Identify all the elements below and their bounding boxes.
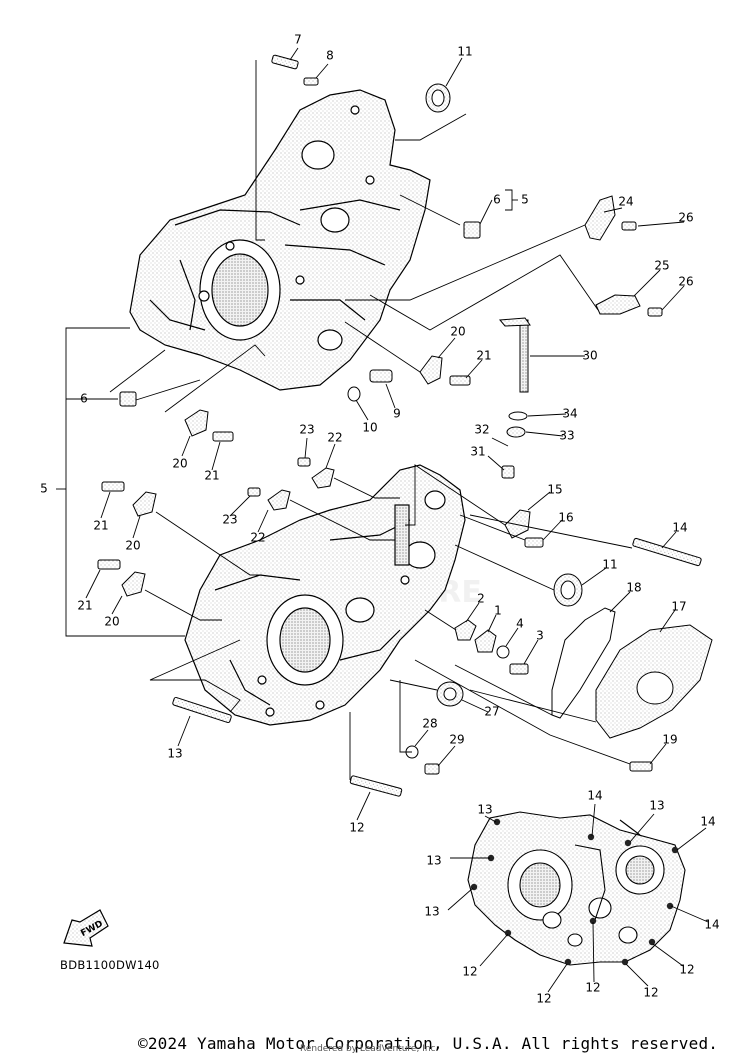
callout-7: 7 (294, 33, 302, 47)
callout-30: 30 (582, 349, 597, 363)
callout-29: 29 (449, 733, 464, 747)
callout-12: 12 (643, 986, 658, 1000)
callout-21: 21 (476, 349, 491, 363)
callout-21: 21 (204, 469, 219, 483)
leader-lines (56, 47, 709, 993)
callout-11: 11 (457, 45, 472, 59)
callout-14: 14 (700, 815, 715, 829)
callout-10: 10 (362, 421, 377, 435)
callout-8: 8 (326, 49, 334, 63)
callout-25: 25 (654, 259, 669, 273)
callout-26: 26 (678, 211, 693, 225)
callout-5: 5 (521, 193, 529, 207)
callout-5: 5 (40, 482, 48, 496)
crankcase-right-half (184, 464, 466, 726)
callout-24: 24 (618, 195, 633, 209)
callout-18: 18 (626, 581, 641, 595)
callout-6: 6 (493, 193, 501, 207)
callout-12: 12 (536, 992, 551, 1006)
callout-23: 23 (299, 423, 314, 437)
fwd-arrow-icon: FWD (63, 909, 109, 947)
callout-9: 9 (393, 407, 401, 421)
callout-26: 26 (678, 275, 693, 289)
callout-12: 12 (462, 965, 477, 979)
callout-32: 32 (474, 423, 489, 437)
callout-22: 22 (327, 431, 342, 445)
callout-13: 13 (424, 905, 439, 919)
copyright-notice: ©2024 Yamaha Motor Corporation, U.S.A. A… (138, 1034, 719, 1053)
callout-16: 16 (558, 511, 573, 525)
callout-20: 20 (125, 539, 140, 553)
callout-14: 14 (672, 521, 687, 535)
callout-13: 13 (477, 803, 492, 817)
callout-13: 13 (649, 799, 664, 813)
callout-23: 23 (222, 513, 237, 527)
callout-21: 21 (93, 519, 108, 533)
callout-19: 19 (662, 733, 677, 747)
callout-13: 13 (426, 854, 441, 868)
rendered-by-credit: Rendered by LeadVenture, Inc. (300, 1044, 439, 1054)
callout-20: 20 (172, 457, 187, 471)
callout-20: 20 (104, 615, 119, 629)
callout-13: 13 (167, 747, 182, 761)
callout-15: 15 (547, 483, 562, 497)
callout-33: 33 (559, 429, 574, 443)
callout-3: 3 (536, 629, 544, 643)
callout-34: 34 (562, 407, 577, 421)
callout-22: 22 (250, 531, 265, 545)
callout-6: 6 (80, 392, 88, 406)
callout-12: 12 (349, 821, 364, 835)
callout-14: 14 (704, 918, 719, 932)
callout-12: 12 (679, 963, 694, 977)
callout-11: 11 (602, 558, 617, 572)
callout-14: 14 (587, 789, 602, 803)
callout-1: 1 (494, 604, 502, 618)
callout-27: 27 (484, 705, 499, 719)
callout-2: 2 (477, 592, 485, 606)
crankcase-left-half (129, 89, 431, 391)
callout-21: 21 (77, 599, 92, 613)
diagram-ref-code: BDB1100DW140 (60, 958, 160, 972)
callout-12: 12 (585, 981, 600, 995)
callout-17: 17 (671, 600, 686, 614)
crankcase-inset-view (467, 811, 686, 966)
callout-4: 4 (516, 617, 524, 631)
callout-31: 31 (470, 445, 485, 459)
small-parts (97, 54, 713, 797)
callout-28: 28 (422, 717, 437, 731)
callout-20: 20 (450, 325, 465, 339)
